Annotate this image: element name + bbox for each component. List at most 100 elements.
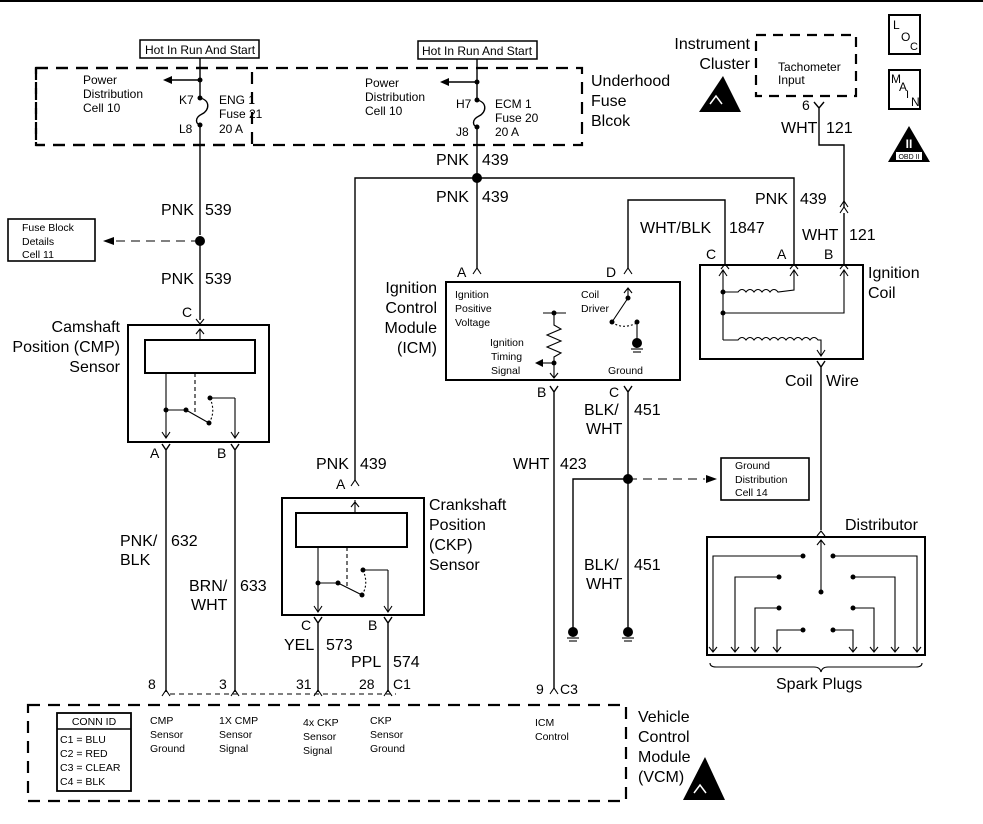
- wire-label-pnk539-b-circuit: 539: [205, 271, 232, 288]
- wire-coil: [816, 360, 826, 530]
- instrument-cluster-title-1: Instrument: [674, 36, 750, 53]
- wire-pnk439-to-coil: [477, 177, 795, 265]
- icm-ign-pos-1: Ignition: [455, 289, 489, 301]
- ground-icon: [632, 338, 642, 348]
- wire-wht423: [549, 385, 559, 688]
- wire-brnwht633: [230, 443, 240, 692]
- tachometer-text-2: Input: [778, 73, 805, 87]
- svg-text:ICM: ICM: [535, 717, 554, 729]
- vcm-pin-31: 31: [296, 676, 312, 692]
- cmp-title-2: Position (CMP): [12, 339, 120, 356]
- pin-k7: K7: [179, 93, 194, 107]
- icm-ign-pos-2: Positive: [455, 303, 492, 315]
- wire-label-wht121-top-circuit: 121: [826, 120, 853, 137]
- power-dist-right-2: Distribution: [365, 90, 425, 104]
- svg-text:II: II: [906, 137, 913, 151]
- wire-label-pnk439-coil-circuit: 439: [800, 191, 827, 208]
- ground-icon-right: [622, 627, 634, 642]
- wire-label-wire: Wire: [826, 373, 859, 390]
- vcm-function-1x-cmp-signal: 1X CMP Sensor Signal: [219, 715, 258, 755]
- spark-plugs-brace: [709, 662, 923, 673]
- wire-label-pnk539-b-color: PNK: [161, 271, 194, 288]
- wire-label-632-circuit: 632: [171, 533, 198, 550]
- icm-pin-c: C: [609, 384, 619, 400]
- wire-label-1847-circuit: 1847: [729, 220, 765, 237]
- wire-label-pnk539-a-color: PNK: [161, 202, 194, 219]
- power-dist-left-3: Cell 10: [83, 101, 121, 115]
- coil-title-2: Coil: [868, 285, 896, 302]
- wire-label-pnk439-ckp-color: PNK: [316, 456, 349, 473]
- fuse-right-name: ECM 1: [495, 97, 532, 111]
- power-dist-right-1: Power: [365, 76, 399, 90]
- esd-warning-icon-vcm: [683, 757, 725, 800]
- ckp-title-2: Position: [429, 517, 486, 534]
- wire-blkwht451: [623, 385, 633, 630]
- fuse-right-number: Fuse 20: [495, 111, 539, 125]
- vcm-function-icm-control: ICM Control: [535, 717, 569, 743]
- conn-id-row: C4 = BLK: [60, 776, 105, 788]
- vcm-connector-c1: C1: [393, 676, 411, 692]
- loc-icon: L O C: [888, 14, 921, 55]
- fuse-block-title-1: Underhood: [591, 73, 670, 90]
- hot-label-right-text: Hot In Run And Start: [422, 44, 533, 58]
- arrow-left-icon: [163, 76, 172, 84]
- svg-text:CKP: CKP: [370, 715, 392, 727]
- fuse-block-title-3: Blcok: [591, 113, 631, 130]
- wire-label-451b-circuit: 451: [634, 557, 661, 574]
- wire-ground-branch: [572, 478, 628, 630]
- svg-text:Sensor: Sensor: [370, 729, 404, 741]
- icm-title-4: (ICM): [397, 340, 437, 357]
- svg-text:Sensor: Sensor: [303, 731, 337, 743]
- wire-label-pnk439-b-circuit: 439: [482, 189, 509, 206]
- wire-label-451a-color-2: WHT: [586, 421, 623, 438]
- spark-plugs-label: Spark Plugs: [776, 676, 862, 693]
- ckp-pin-b: B: [368, 617, 377, 633]
- arrow-left-icon: [103, 237, 114, 245]
- svg-text:N: N: [911, 95, 920, 109]
- fuse-block-details-1: Fuse Block: [22, 222, 75, 234]
- wire-label-451b-color-2: WHT: [586, 576, 623, 593]
- fuse-block-title-2: Fuse: [591, 93, 627, 110]
- vcm-function-4x-ckp-signal: 4x CKP Sensor Signal: [303, 717, 339, 757]
- cmp-pin-c: C: [182, 304, 192, 320]
- wire-pnk439-to-ckp: [354, 177, 477, 480]
- fuse-left-name: ENG 1: [219, 93, 255, 107]
- svg-text:C: C: [910, 41, 918, 53]
- svg-text:Sensor: Sensor: [219, 729, 253, 741]
- cmp-pin-a: A: [150, 445, 160, 461]
- wire-whtblk1847: [627, 199, 726, 268]
- wire-label-pnk439-a-circuit: 439: [482, 152, 509, 169]
- svg-text:CMP: CMP: [150, 715, 173, 727]
- vcm-pin-28: 28: [359, 676, 375, 692]
- vcm-title-1: Vehicle: [638, 709, 690, 726]
- icm-pin-b: B: [537, 384, 546, 400]
- wire-label-pnk439-coil-color: PNK: [755, 191, 788, 208]
- hot-label-left: Hot In Run And Start: [139, 39, 260, 59]
- ground-distribution-ref[interactable]: Ground Distribution Cell 14: [720, 457, 810, 501]
- wire-label-451a-color-1: BLK/: [584, 402, 619, 419]
- cmp-title-3: Sensor: [69, 359, 120, 376]
- pin-j8: J8: [456, 125, 469, 139]
- wire-label-423-color: WHT: [513, 456, 550, 473]
- vcm-pin-9: 9: [536, 681, 544, 697]
- svg-text:L: L: [893, 18, 900, 32]
- icm-coil-driver-1: Coil: [581, 289, 599, 301]
- pin-6: 6: [802, 97, 810, 113]
- distributor-title: Distributor: [845, 517, 919, 534]
- icm-pin-a: A: [457, 264, 467, 280]
- fuse-block-details-ref[interactable]: Fuse Block Details Cell 11: [7, 218, 96, 262]
- svg-text:I: I: [906, 89, 909, 101]
- fuse-left-rating: 20 A: [219, 122, 243, 136]
- obd-ii-icon: II OBD II: [888, 126, 930, 162]
- wire-label-574-circuit: 574: [393, 654, 420, 671]
- ground-icon-left: [567, 627, 579, 642]
- wire-label-pnk439-b-color: PNK: [436, 189, 469, 206]
- icm-ign-pos-3: Voltage: [455, 317, 490, 329]
- wire-label-633-color-2: WHT: [191, 597, 228, 614]
- tachometer-text-1: Tachometer: [778, 60, 841, 74]
- ckp-sensor: [281, 497, 425, 616]
- wire-label-451a-circuit: 451: [634, 402, 661, 419]
- wire-label-pnk439-a-color: PNK: [436, 152, 469, 169]
- coil-title-1: Ignition: [868, 265, 920, 282]
